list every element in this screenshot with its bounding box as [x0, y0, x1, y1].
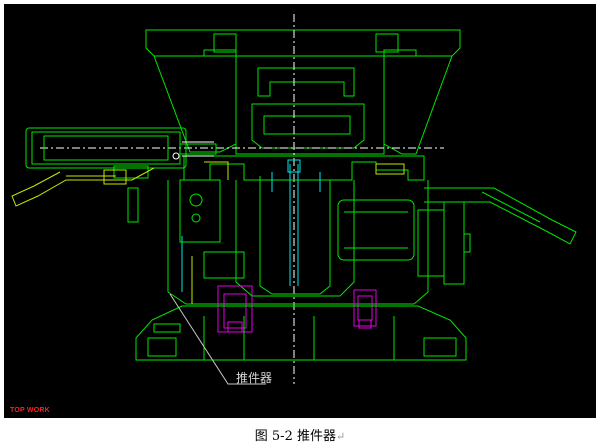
top-plate	[145, 29, 461, 57]
mold-assembly-drawing: 推件器	[11, 14, 577, 385]
left-cylinder-detail	[172, 141, 214, 160]
right-pipe	[424, 187, 577, 245]
ejector-bolts	[217, 285, 377, 333]
center-lines	[40, 14, 444, 384]
callout-leader	[169, 293, 266, 385]
callout-label: 推件器	[236, 371, 272, 385]
upper-body	[153, 55, 453, 155]
left-cylinder	[25, 127, 221, 243]
watermark: TOP WORK	[10, 407, 50, 414]
misc-details	[191, 161, 405, 304]
cad-drawing-canvas: 推件器	[4, 4, 596, 418]
caption-text: 图 5-2 推件器	[254, 429, 336, 444]
left-pipe	[11, 167, 155, 207]
inner-cyan-parts	[181, 159, 321, 292]
right-cylinder	[417, 201, 471, 285]
cavity-block	[167, 155, 429, 305]
figure-caption: 图 5-2 推件器↵	[0, 425, 600, 444]
return-mark: ↵	[335, 430, 346, 443]
base-plate	[135, 305, 467, 361]
